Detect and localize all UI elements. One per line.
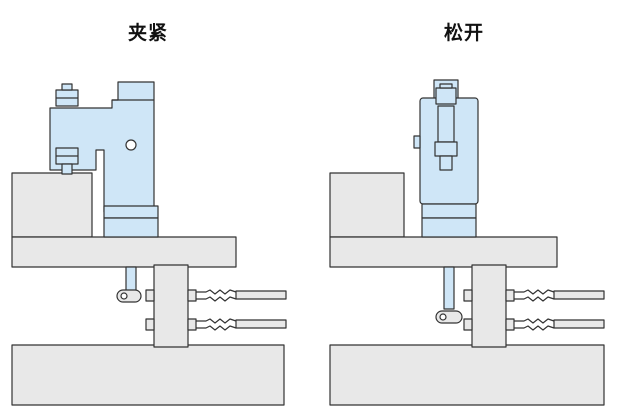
workpiece-left (11, 172, 93, 238)
sensor-lower-left (145, 318, 287, 331)
base-right (329, 344, 605, 406)
released-assembly (329, 79, 605, 406)
top-plate-left (11, 236, 237, 268)
clamped-assembly (11, 81, 287, 406)
sensor-upper-right (463, 289, 605, 302)
cylinder-body-right (421, 217, 477, 238)
vertical-block-left (153, 264, 189, 348)
cable-lower-right (553, 319, 605, 329)
cable-lower-left (235, 319, 287, 329)
cylinder-body-left (103, 217, 159, 238)
cylinder-collar-left (103, 205, 159, 219)
vertical-block-right (471, 264, 507, 348)
cable-upper-right (553, 290, 605, 300)
piston-rod-left (125, 266, 137, 292)
base-left (11, 344, 285, 406)
workpiece-right (329, 172, 405, 238)
sensor-lower-right (463, 318, 605, 331)
sensor-upper-left (145, 289, 287, 302)
bolt-shank-right (437, 105, 455, 143)
piston-rod-right (443, 266, 455, 310)
clamp-state-title: 夹紧 (128, 22, 169, 44)
bolt-nut-bottom-right (434, 141, 458, 157)
bolt-nut-top-right (435, 87, 457, 105)
pivot-pin-left (125, 139, 137, 151)
cylinder-collar-right (421, 203, 477, 219)
top-plate-right (329, 236, 558, 268)
cable-upper-left (235, 290, 287, 300)
release-state-title: 松开 (444, 22, 485, 44)
